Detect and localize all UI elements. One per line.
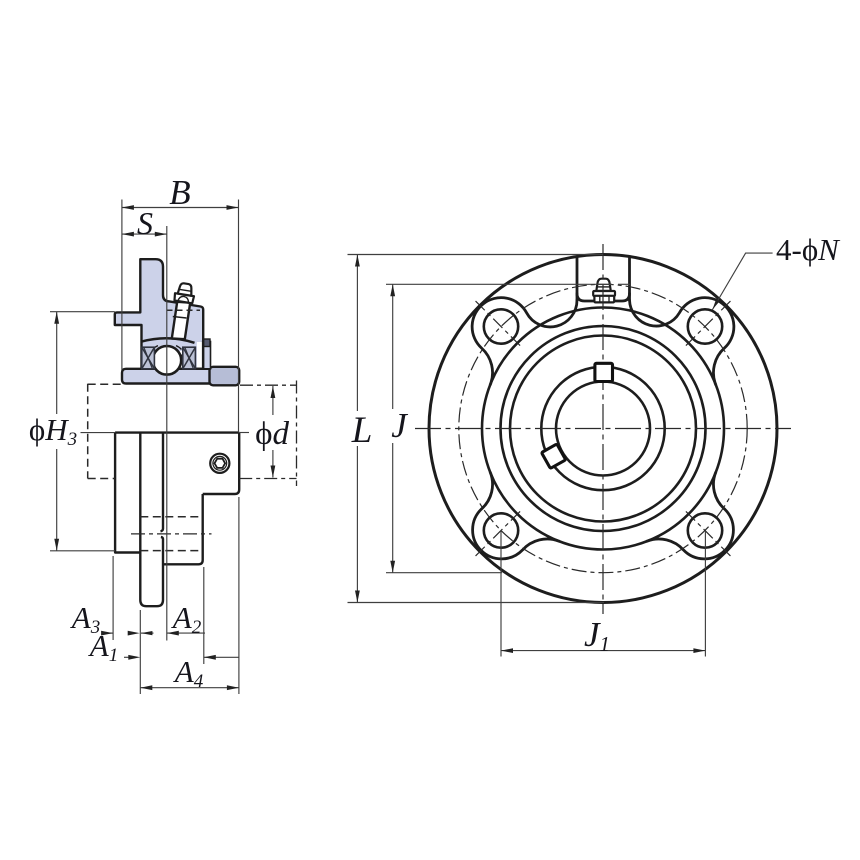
- svg-text:S: S: [137, 205, 153, 241]
- svg-text:4-ϕN: 4-ϕN: [776, 232, 841, 267]
- svg-text:J1: J1: [584, 615, 610, 656]
- svg-text:J: J: [391, 406, 408, 445]
- svg-text:A3: A3: [70, 600, 100, 638]
- svg-text:ϕd: ϕd: [255, 416, 289, 452]
- svg-text:A4: A4: [173, 654, 204, 692]
- svg-text:B: B: [169, 173, 190, 212]
- svg-text:L: L: [351, 410, 373, 451]
- svg-text:A2: A2: [171, 600, 202, 638]
- svg-text:ϕH3: ϕH3: [29, 412, 77, 450]
